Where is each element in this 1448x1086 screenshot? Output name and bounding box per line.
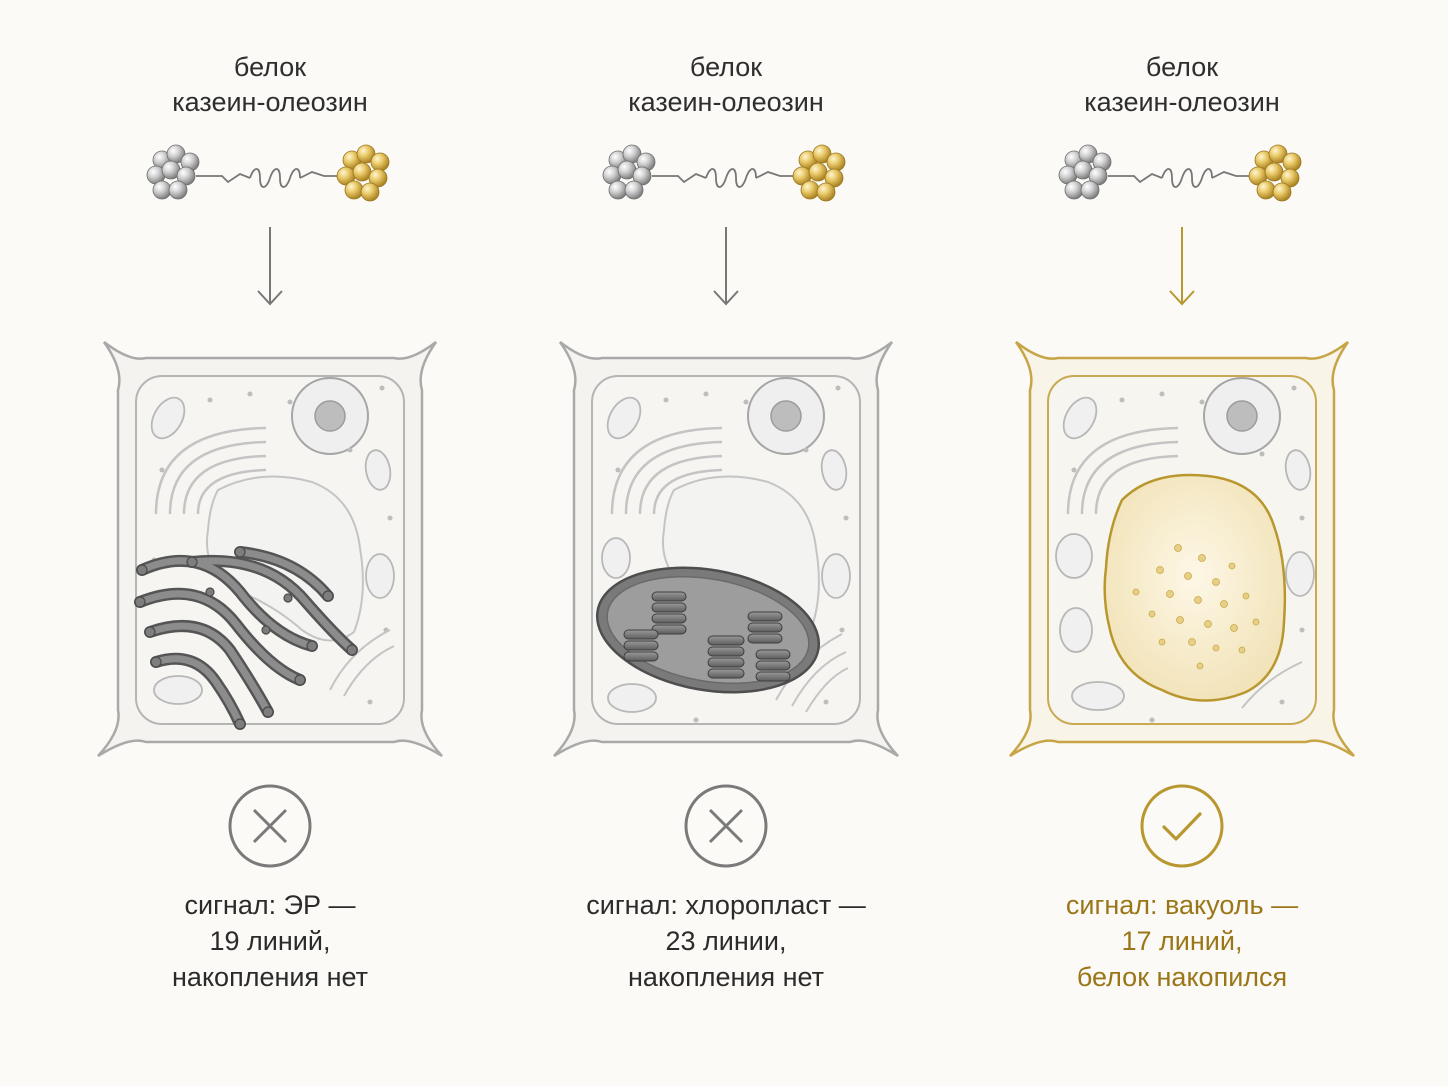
panel-er: белок казеин-олеозин [40,0,500,1086]
mitochondrion-icon [150,396,395,705]
nucleus-icon [291,377,369,455]
nucleus-icon [1203,377,1281,455]
mitochondrion-icon [1055,396,1315,711]
down-arrow-icon [713,227,739,306]
helix-linker-icon [249,168,301,188]
down-arrow-icon [257,227,283,306]
result-line-2: 23 линии, [665,926,787,956]
golgi-icon [154,426,267,515]
protein-label-line-1: белок [233,52,307,82]
panel-chloroplast: белок казеин-олеозин [496,0,956,1086]
endoplasmic-reticulum-icon [134,546,358,730]
plant-cell-vacuole [1009,341,1355,758]
oleosin-cluster-icon [792,144,846,202]
casein-cluster-icon [602,144,656,200]
protein-label: белок казеин-олеозин [496,50,956,120]
protein-label: белок казеин-олеозин [40,50,500,120]
protein-label-line-2: казеин-олеозин [1084,87,1280,117]
panel-vacuole: белок казеин-олеозин [952,0,1412,1086]
casein-cluster-icon [1058,144,1112,200]
result-text: сигнал: хлоропласт — 23 линии, накоплени… [496,887,956,995]
down-arrow-icon [1169,227,1195,306]
protein-label-line-1: белок [1145,52,1219,82]
result-line-2: 17 линий, [1121,926,1243,956]
plant-cell-er [97,341,443,758]
result-line-1: сигнал: вакуоль — [1065,890,1299,920]
protein-label-line-2: казеин-олеозин [172,87,368,117]
check-icon [1140,784,1224,868]
chloroplast-icon [595,566,821,694]
vacuole-icon [1103,473,1287,702]
helix-linker-icon [1161,168,1213,188]
protein-label-line-1: белок [689,52,763,82]
protein-label: белок казеин-олеозин [952,50,1412,120]
protein-label-line-2: казеин-олеозин [628,87,824,117]
result-line-3: накопления нет [172,962,368,992]
nucleus-icon [747,377,825,455]
oleosin-cluster-icon [336,144,390,202]
cross-icon [228,784,312,868]
golgi-icon [610,426,723,515]
fusion-protein-icon [146,144,390,202]
result-text: сигнал: ЭР — 19 линий, накопления нет [40,887,500,995]
result-line-1: сигнал: ЭР — [184,890,356,920]
casein-cluster-icon [146,144,200,200]
result-line-3: белок накопился [1076,962,1288,992]
fusion-protein-icon [602,144,846,202]
result-line-1: сигнал: хлоропласт — [586,890,866,920]
protein-granule-icon [1132,544,1260,670]
result-line-3: накопления нет [628,962,824,992]
fusion-protein-icon [1058,144,1302,202]
mitochondrion-icon [601,396,851,713]
plant-cell-chloroplast [553,341,899,758]
result-line-2: 19 линий, [209,926,331,956]
helix-linker-icon [705,168,757,188]
result-text: сигнал: вакуоль — 17 линий, белок накопи… [952,887,1412,995]
oleosin-cluster-icon [1248,144,1302,202]
golgi-icon [1066,426,1179,515]
cross-icon [684,784,768,868]
